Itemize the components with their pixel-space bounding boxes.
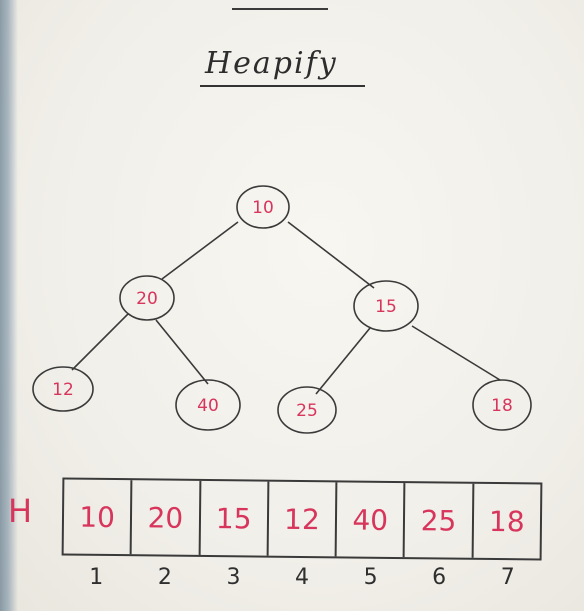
array-cell: 25 [405, 483, 475, 558]
node-right-left-label: 25 [296, 401, 318, 421]
edge-20-12 [71, 313, 129, 371]
array-cell: 20 [131, 480, 201, 555]
array-index: 4 [295, 565, 310, 590]
array-cell: 12 [268, 481, 338, 557]
array-cell: 40 [336, 482, 406, 558]
node-right-circle [353, 280, 419, 332]
node-left-label: 20 [136, 289, 158, 309]
array-index: 6 [432, 565, 447, 590]
array-label: H [8, 492, 33, 530]
edge-10-15 [287, 221, 375, 289]
array-index-row: 1 2 3 4 5 6 7 [62, 565, 542, 590]
node-left-left-label: 12 [52, 380, 74, 400]
title-underline [200, 85, 365, 87]
edge-20-40 [155, 319, 209, 385]
tree-edges [71, 221, 501, 395]
array-cell: 15 [200, 480, 270, 556]
node-left-left-circle [32, 366, 94, 412]
node-right-left-circle [277, 386, 337, 434]
node-right-right-label: 18 [491, 396, 513, 416]
edge-15-18 [411, 325, 501, 381]
node-root-circle [236, 185, 290, 229]
heap-array: 10 20 15 12 40 25 18 [61, 477, 543, 561]
node-left-right-circle [175, 379, 241, 431]
node-left-right-label: 40 [197, 396, 219, 416]
tree-node-labels: 10 20 15 12 40 25 18 [52, 198, 513, 421]
edge-10-20 [161, 221, 239, 280]
title: Heapify [205, 46, 338, 81]
left-edge-shadow [0, 0, 18, 611]
array-index: 2 [157, 565, 172, 590]
edge-15-25 [315, 327, 371, 395]
array-cell: 10 [63, 479, 133, 555]
tree-node-circles [32, 185, 532, 434]
array-index: 1 [89, 565, 104, 590]
array-index: 7 [500, 565, 515, 590]
node-left-circle [119, 275, 175, 321]
array-index: 5 [363, 565, 378, 590]
node-root-label: 10 [252, 198, 274, 218]
array-index: 3 [226, 565, 241, 590]
node-right-right-circle [472, 379, 532, 431]
node-right-label: 15 [375, 297, 397, 317]
array-cell: 18 [488, 504, 525, 538]
top-partial-stroke [232, 0, 328, 10]
